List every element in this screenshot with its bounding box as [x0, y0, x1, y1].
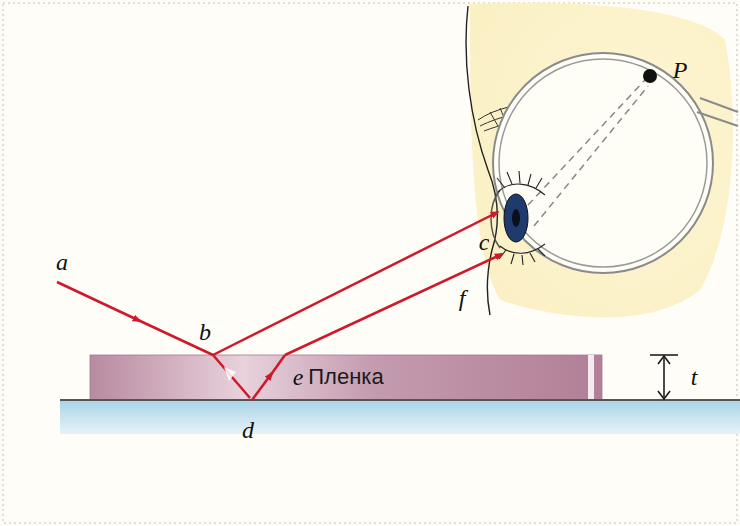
- optic-nerve: [697, 98, 738, 126]
- illustration-part: [499, 249, 545, 265]
- internal-ray: [270, 355, 285, 376]
- page-frame: [3, 3, 737, 523]
- ray-point-label: d: [240, 417, 256, 443]
- pupil: [512, 209, 520, 227]
- internal-ray: [252, 373, 272, 400]
- thickness-marker: [650, 355, 678, 399]
- substrate: [60, 400, 740, 434]
- illustration-part: [663, 358, 665, 397]
- light-rays: [57, 212, 502, 400]
- ray-point-label: c: [477, 229, 492, 255]
- visual-axis: [528, 80, 648, 226]
- retina-point-label: P: [671, 57, 690, 83]
- film-label: Пленка: [308, 365, 383, 389]
- ray-point-label: e: [291, 364, 306, 390]
- ray-point-label: b: [197, 319, 213, 345]
- refraction-arrow: [224, 367, 236, 381]
- reflected-ray: [213, 212, 498, 355]
- ray-point-label: a: [54, 249, 70, 275]
- incident-ray: [57, 282, 140, 321]
- film-gap: [588, 355, 594, 400]
- cornea: [491, 190, 500, 248]
- face-region: [470, 3, 733, 318]
- eyeball-inner: [499, 59, 707, 267]
- film-fill: [90, 355, 602, 400]
- thickness-label: t: [689, 364, 700, 390]
- emerging-ray: [285, 254, 502, 355]
- refracted-ray: [213, 355, 250, 398]
- substrate-surface: [60, 399, 740, 401]
- illustration-part: [658, 356, 670, 399]
- illustration-part: [500, 244, 545, 253]
- incident-ray: [138, 320, 213, 355]
- illustration-part: [497, 171, 542, 188]
- eyelashes: [497, 171, 545, 265]
- retina-point: [643, 69, 657, 83]
- ray-point-label: f: [457, 285, 468, 311]
- eyeball: [493, 53, 713, 273]
- iris: [504, 194, 528, 242]
- film-band: Пленка: [90, 355, 602, 400]
